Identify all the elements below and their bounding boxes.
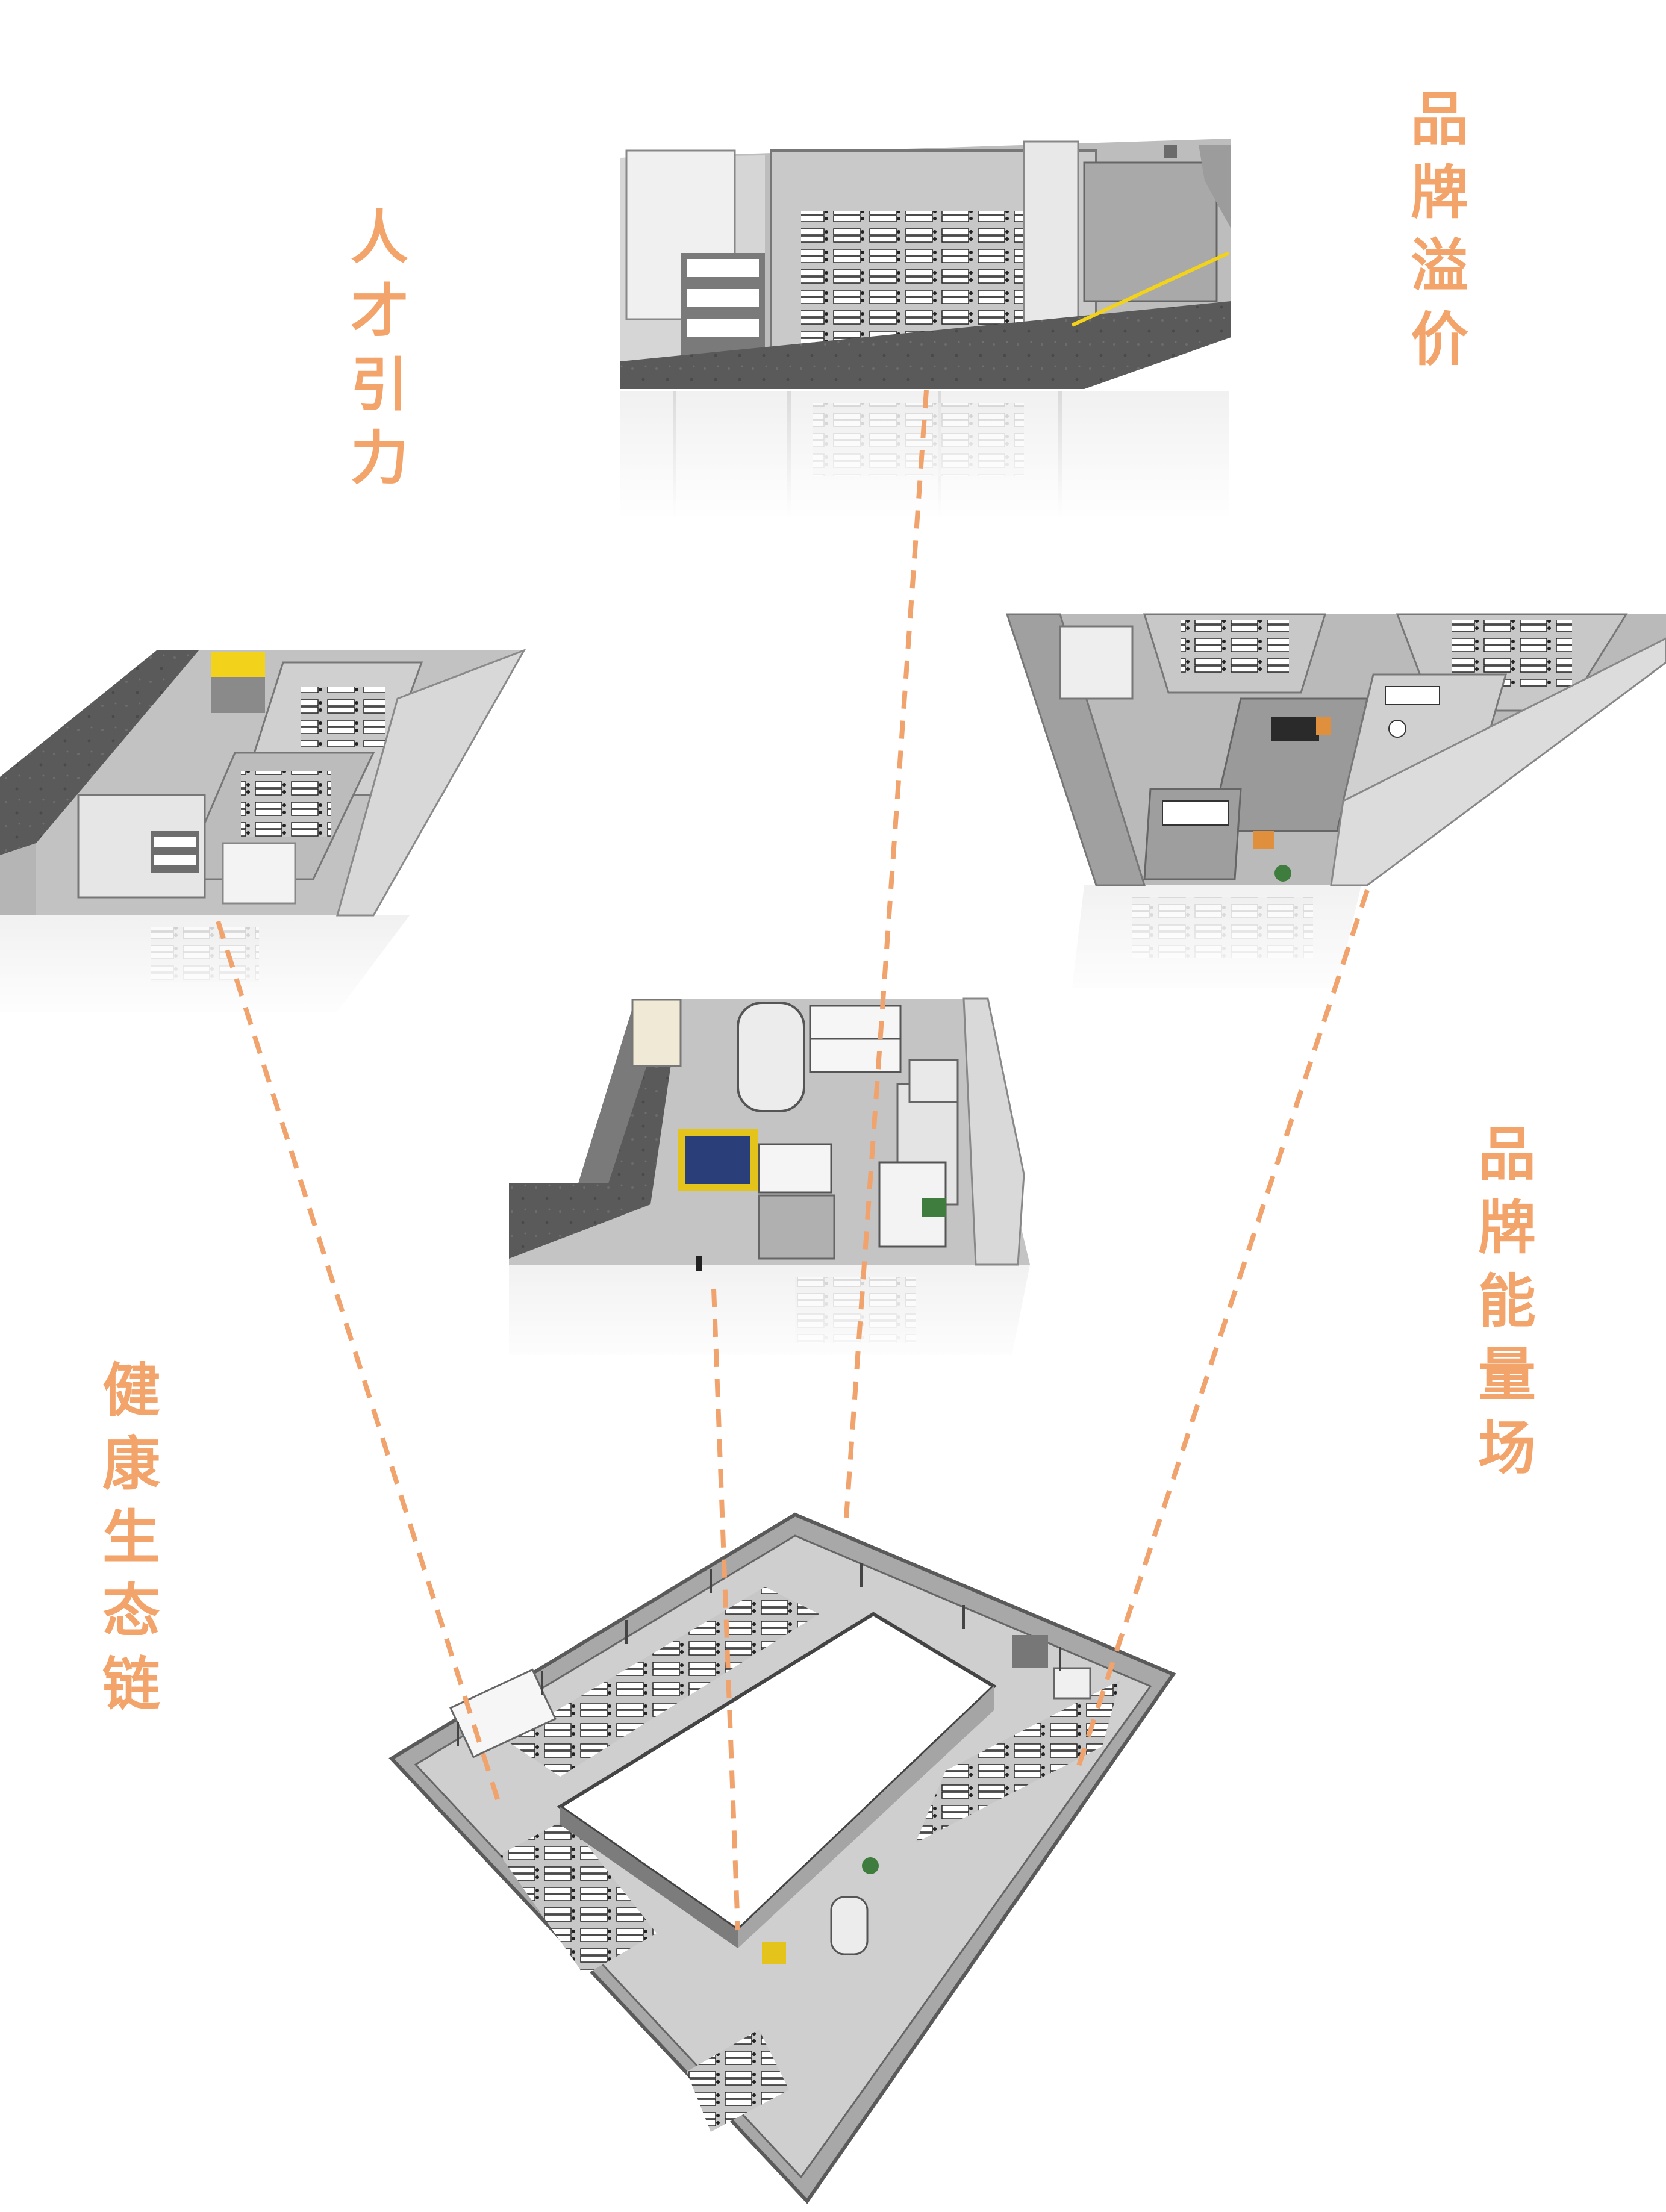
label-char: 溢 xyxy=(1411,232,1468,300)
label-char: 才 xyxy=(351,278,408,345)
label-char: 力 xyxy=(351,425,408,492)
label-char: 量 xyxy=(1478,1341,1536,1409)
premium-view-render xyxy=(620,139,1231,518)
label-char: 链 xyxy=(102,1651,160,1718)
label-talent-attraction: 人 才 引 力 xyxy=(351,201,408,495)
label-char: 品 xyxy=(1411,86,1468,153)
connector-talent xyxy=(216,920,502,1808)
label-health-ecosystem: 健 康 生 态 链 xyxy=(102,1354,160,1721)
label-char: 人 xyxy=(351,204,408,272)
label-char: 品 xyxy=(1478,1121,1536,1188)
label-brand-premium: 品 牌 溢 价 xyxy=(1411,83,1468,376)
talent-view-render xyxy=(0,649,526,1018)
energy-view-render xyxy=(1005,613,1666,1000)
connector-premium xyxy=(844,390,929,1518)
label-char: 牌 xyxy=(1411,159,1468,226)
label-char: 态 xyxy=(102,1577,160,1645)
label-brand-energy-field: 品 牌 能 量 场 xyxy=(1478,1118,1536,1485)
dashed-connectors xyxy=(216,390,1370,1931)
label-char: 价 xyxy=(1411,306,1468,373)
label-char: 场 xyxy=(1478,1415,1536,1482)
connector-energy xyxy=(1076,889,1370,1769)
label-char: 能 xyxy=(1478,1268,1536,1335)
label-char: 生 xyxy=(102,1504,160,1571)
health-view-render xyxy=(509,997,1039,1367)
label-char: 康 xyxy=(102,1430,160,1498)
label-char: 引 xyxy=(351,351,408,419)
label-char: 健 xyxy=(102,1357,160,1424)
connector-health xyxy=(711,1288,740,1931)
isometric-floor-plan xyxy=(388,1512,1176,2204)
label-char: 牌 xyxy=(1478,1194,1536,1262)
